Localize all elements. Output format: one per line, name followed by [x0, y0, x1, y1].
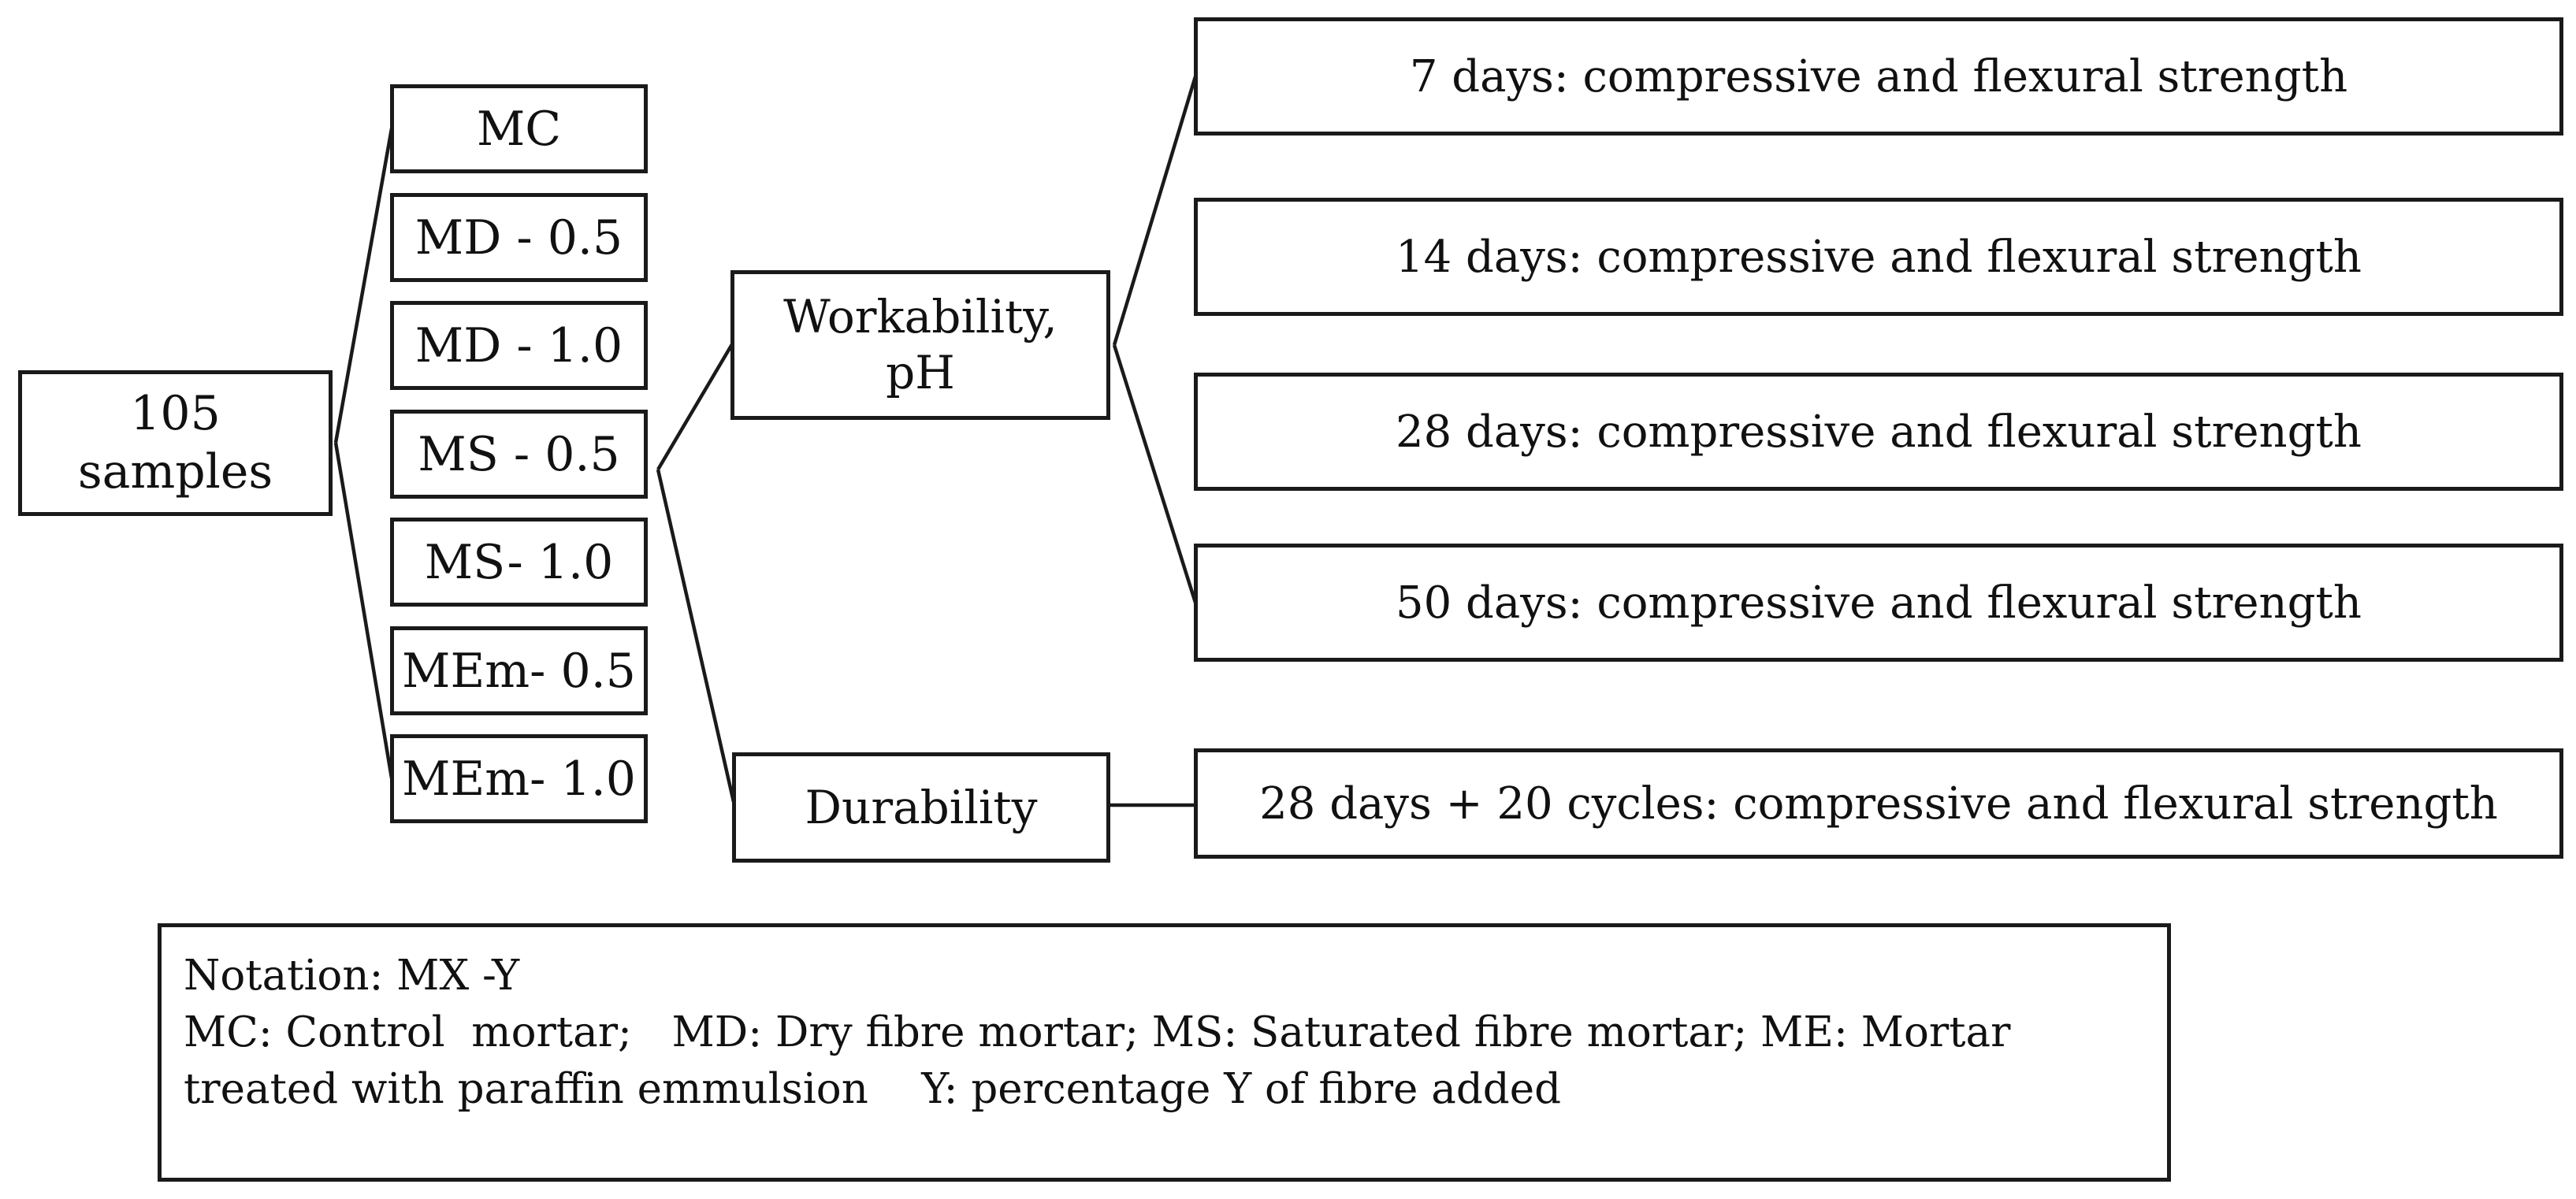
line-workability-to-50days	[1112, 344, 1198, 603]
result-box-7-days: 7 days: compressive and flexural strengt…	[1194, 17, 2563, 135]
line-root-to-mem10	[333, 442, 394, 779]
line-samples-to-workability	[656, 343, 734, 471]
sample-box-mem-05: MEm- 0.5	[390, 626, 648, 715]
sample-box-mc: MC	[390, 84, 648, 173]
result-box-50-days: 50 days: compressive and flexural streng…	[1194, 544, 2563, 662]
samples-count-box: 105 samples	[18, 370, 333, 516]
sample-box-md-05: MD - 0.5	[390, 193, 648, 282]
sample-box-md-10: MD - 1.0	[390, 301, 648, 390]
sample-box-ms-10: MS- 1.0	[390, 518, 648, 607]
line-workability-to-7days	[1112, 76, 1198, 346]
result-box-28-days: 28 days: compressive and flexural streng…	[1194, 373, 2563, 491]
line-root-to-mc	[333, 128, 394, 444]
sample-box-mem-10: MEm- 1.0	[390, 734, 648, 823]
notation-legend-box: Notation: MX -Y MC: Control mortar; MD: …	[158, 923, 2171, 1182]
sample-box-ms-05: MS - 0.5	[390, 410, 648, 499]
result-box-28-days-20-cycles: 28 days + 20 cycles: compressive and fle…	[1194, 748, 2563, 859]
result-box-14-days: 14 days: compressive and flexural streng…	[1194, 198, 2563, 316]
line-samples-to-durability	[656, 469, 736, 803]
durability-box: Durability	[732, 752, 1110, 863]
workability-ph-box: Workability, pH	[730, 270, 1110, 420]
